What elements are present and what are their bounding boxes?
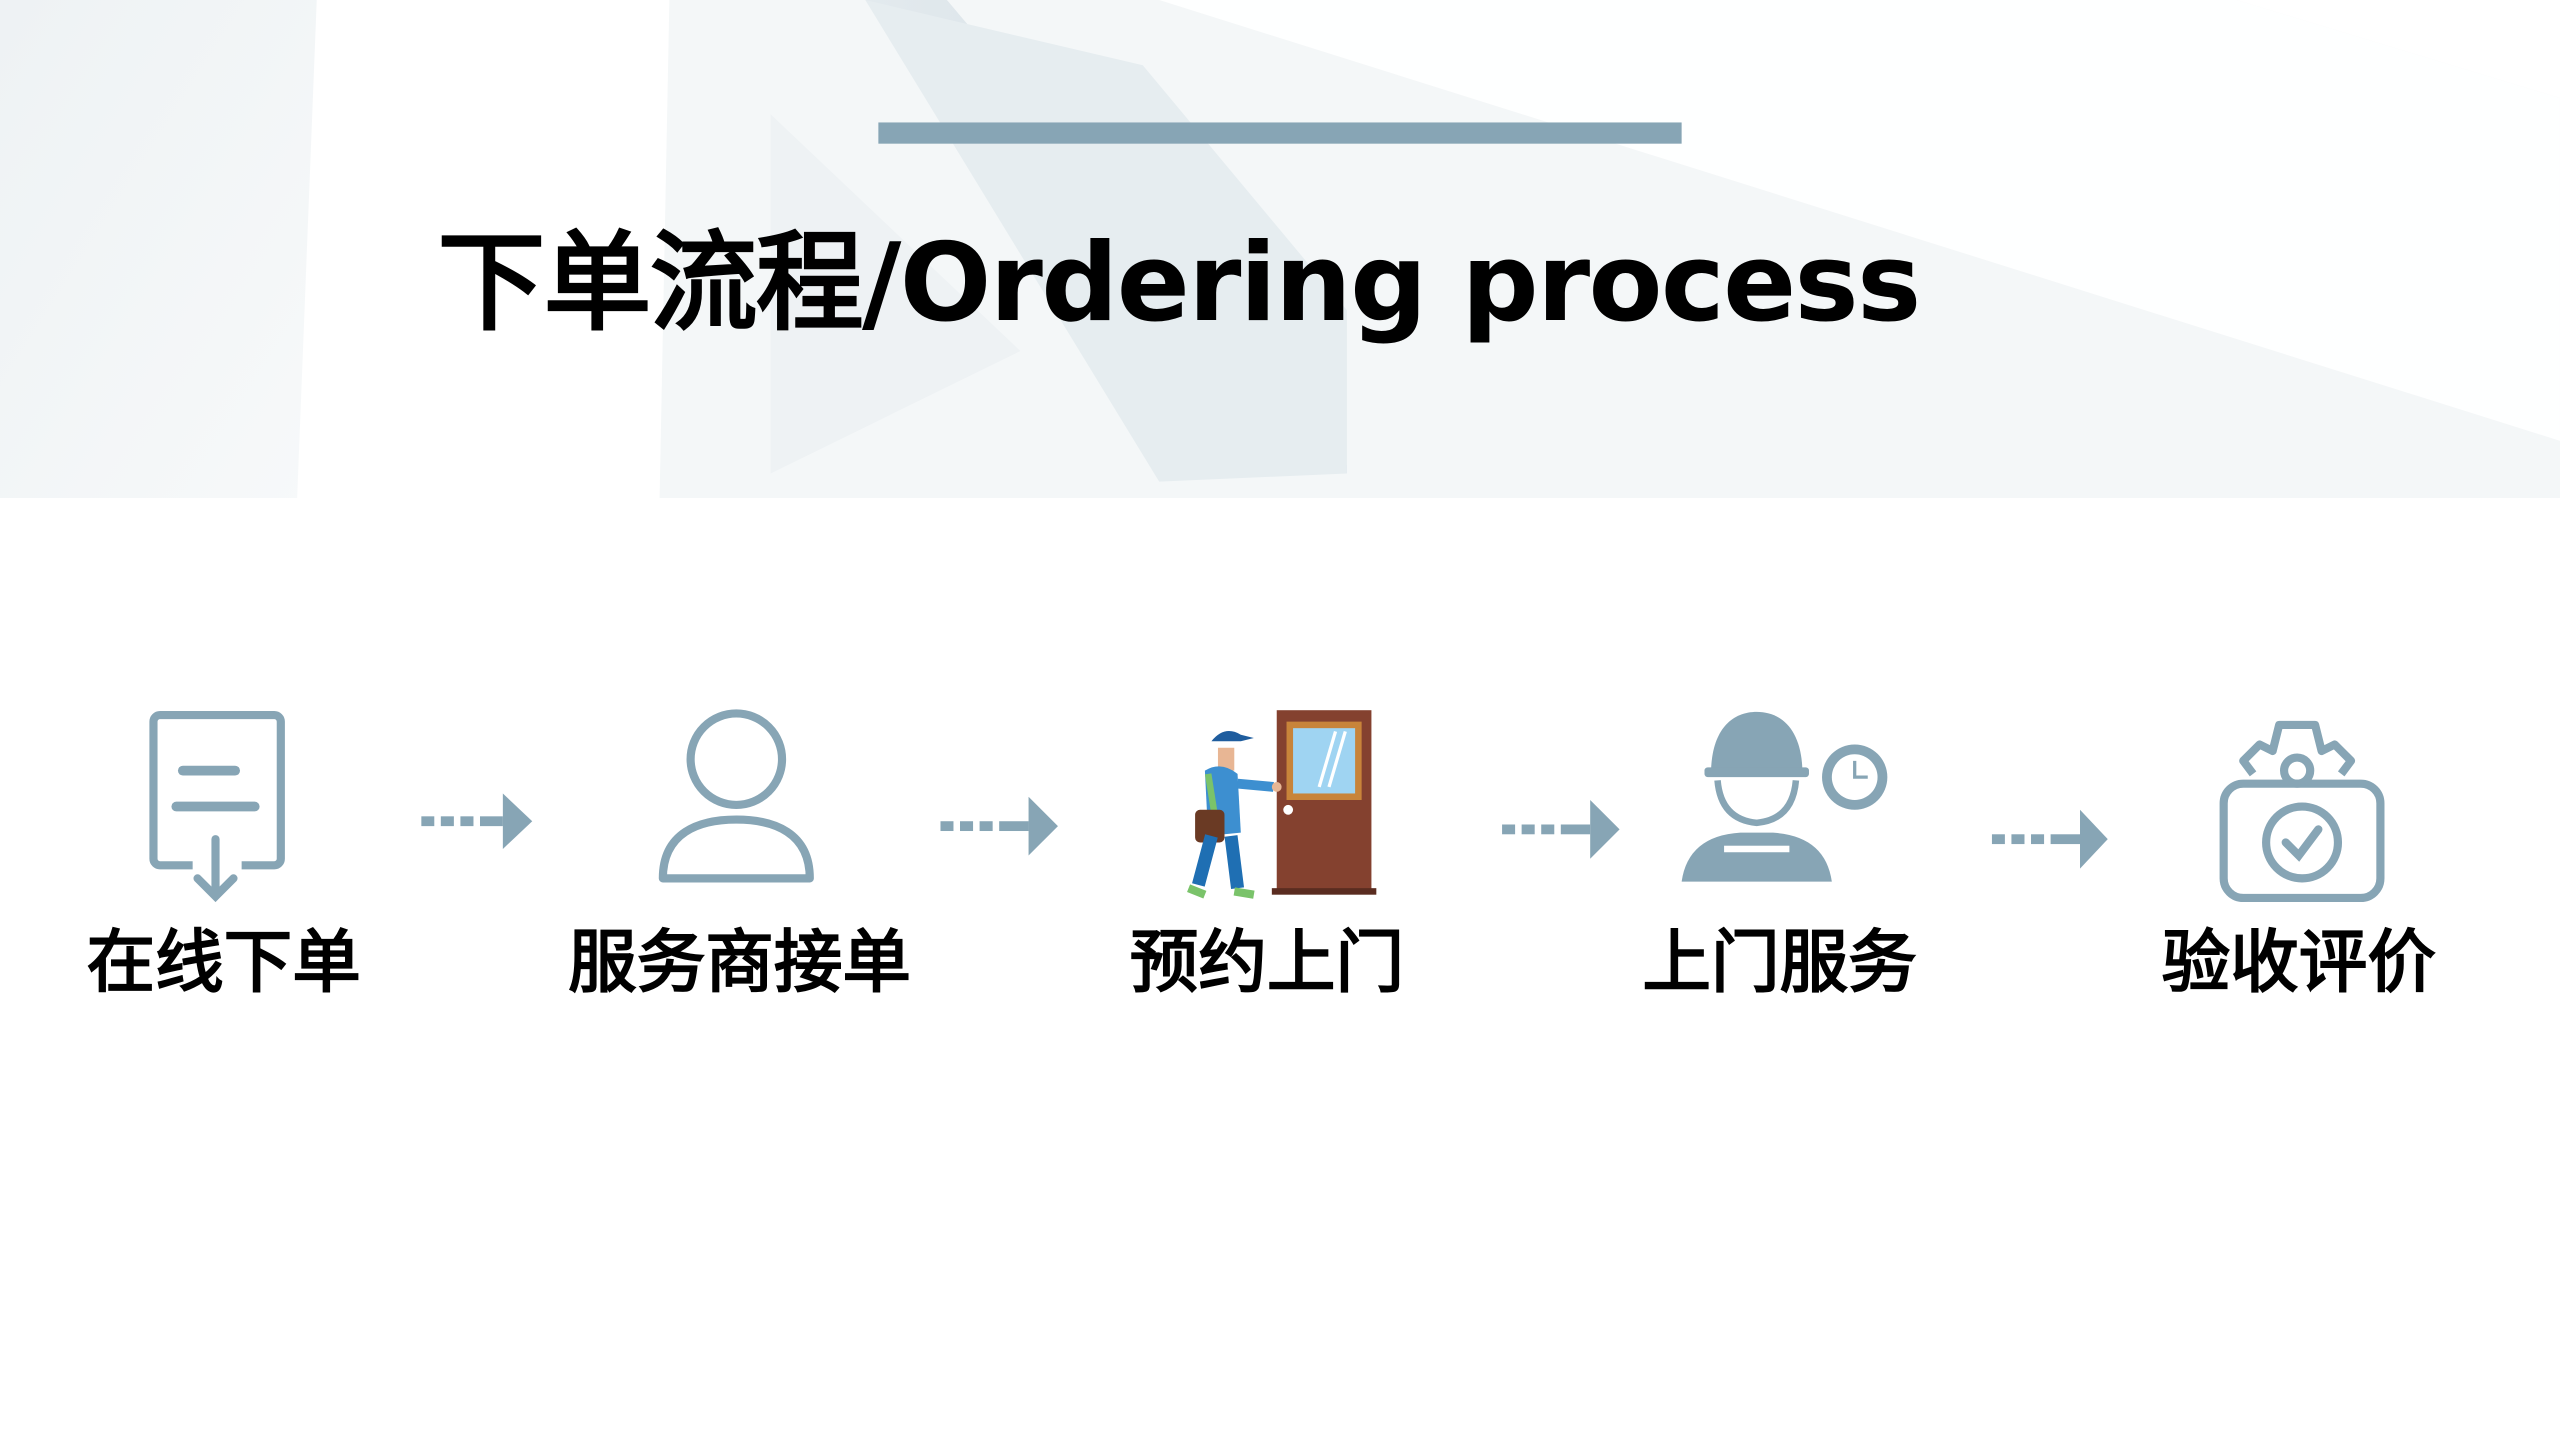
- step-label: 服务商接单: [568, 922, 912, 1003]
- arrow-right-icon: [1991, 809, 2108, 869]
- step-label: 验收评价: [2161, 922, 2436, 1003]
- arrow-right-icon: [421, 793, 533, 849]
- page-title: 下单流程/Ordering process: [437, 220, 1922, 347]
- arrow-right-icon: [940, 796, 1058, 856]
- title-accent-bar: [878, 122, 1682, 144]
- worker-clock-icon: [1681, 711, 1888, 882]
- approval-check-icon: [2219, 720, 2385, 903]
- arrow-right-icon: [1502, 799, 1620, 859]
- step-label: 预约上门: [1129, 922, 1405, 1003]
- document-download-icon: [149, 711, 285, 903]
- worker-at-door-icon: [1187, 710, 1377, 899]
- step-label: 上门服务: [1642, 922, 1917, 1003]
- step-label: 在线下单: [86, 922, 361, 1003]
- user-icon: [658, 709, 814, 883]
